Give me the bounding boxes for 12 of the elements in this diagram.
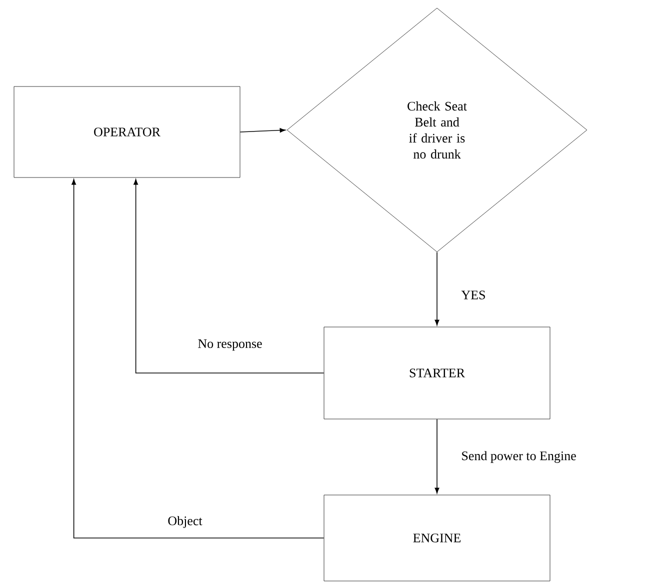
- edge-label: No response: [196, 338, 264, 352]
- process-box: OPERATOR: [14, 86, 240, 178]
- arrow: [434, 418, 440, 494]
- arrow: [240, 128, 286, 132]
- process-box: STARTER: [324, 326, 550, 420]
- process-box: ENGINE: [324, 494, 550, 582]
- edge-label: Object: [166, 515, 204, 529]
- arrow: [72, 179, 324, 538]
- arrow: [434, 252, 440, 326]
- edge-label: Send power to Engine: [460, 450, 578, 464]
- arrow: [134, 179, 324, 374]
- edge-label: YES: [460, 290, 487, 300]
